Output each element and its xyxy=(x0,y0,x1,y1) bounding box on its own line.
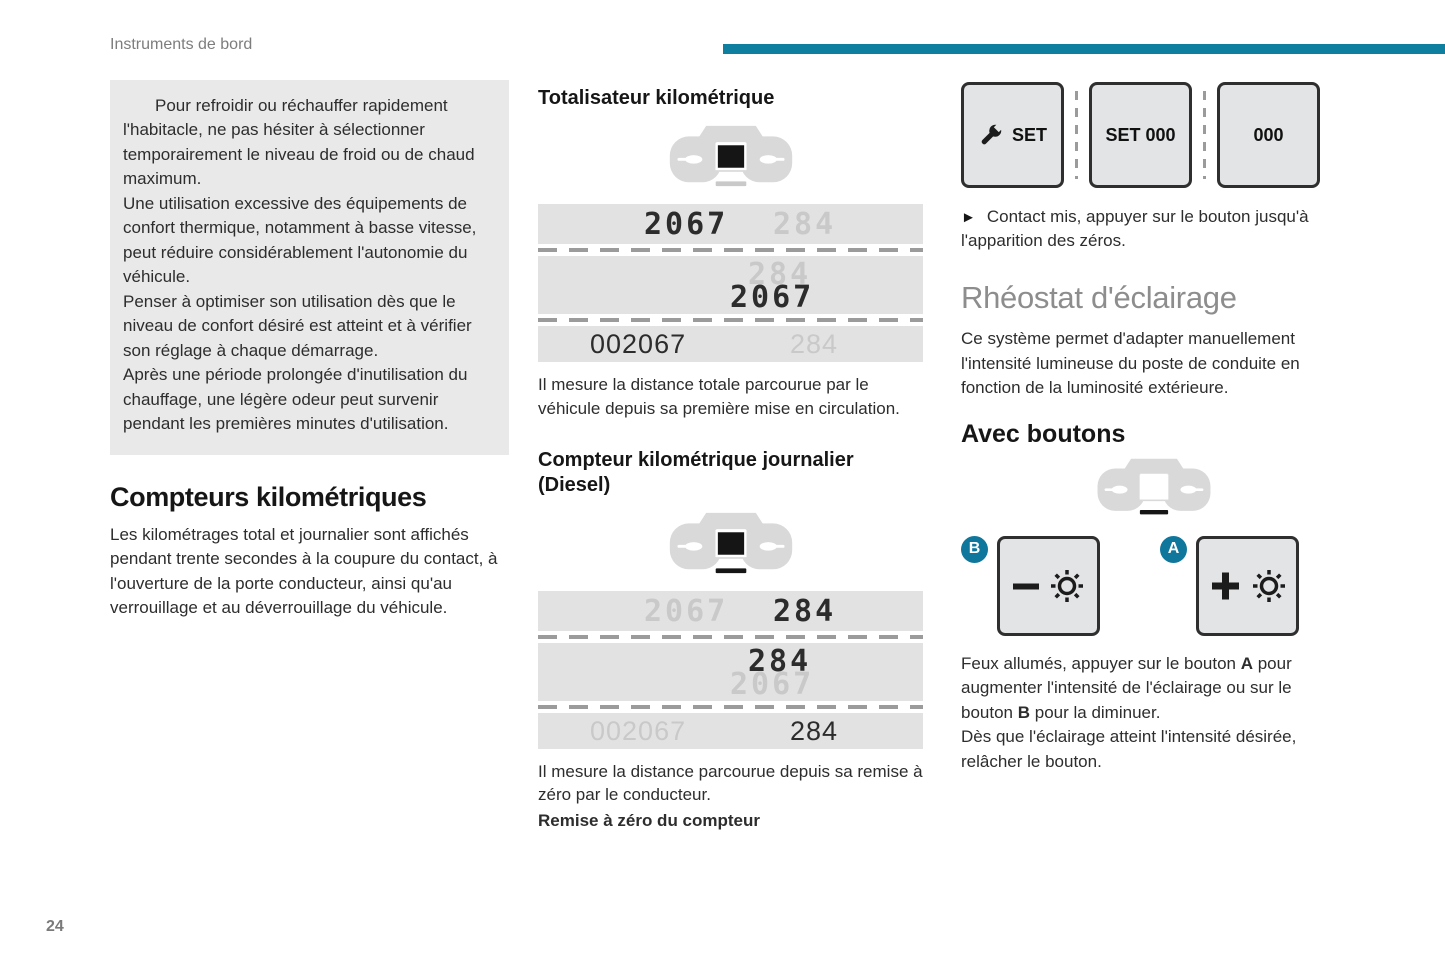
info-box: Pour refroidir ou réchauffer rapidement … xyxy=(110,80,509,455)
rheostat-body: Ce système permet d'adapter manuellement… xyxy=(961,329,1300,398)
subsection-title-avec-boutons: Avec boutons xyxy=(961,419,1126,448)
display-divider xyxy=(538,318,923,322)
trip-km-value: 284 xyxy=(748,257,812,292)
display-row: 2067 284 xyxy=(538,204,923,244)
instruction-text: pour la diminuer. xyxy=(1030,702,1161,722)
subsection-title-totalisateur: Totalisateur kilométrique xyxy=(538,87,775,109)
right-column: SET SET 000 000 ►Contact mis, appuyer su… xyxy=(961,82,1346,774)
info-paragraph: Pour refroidir ou réchauffer rapidement … xyxy=(123,96,475,189)
cluster-figure xyxy=(538,511,923,581)
dim-increase-button xyxy=(1196,535,1299,636)
total-km-value: 2067 xyxy=(644,207,729,242)
total-km-value: 002067 xyxy=(590,329,687,359)
info-paragraph: Penser à optimiser son utilisation dès q… xyxy=(123,291,472,360)
cluster-figure xyxy=(538,124,923,194)
button-label: SET 000 xyxy=(1105,124,1176,145)
zeros-button: 000 xyxy=(1217,82,1320,188)
reset-buttons-figure: SET SET 000 000 xyxy=(961,82,1346,188)
button-label: SET xyxy=(1011,124,1047,145)
display-row: 2067 284 xyxy=(538,590,923,631)
section-title-compteurs: Compteurs kilométriques xyxy=(110,481,427,512)
display-row: 284 2067 xyxy=(538,256,923,314)
page-number: 24 xyxy=(46,918,64,935)
title-line: (Diesel) xyxy=(538,473,611,496)
cluster-figure xyxy=(961,457,1346,522)
dim-decrease-button xyxy=(997,535,1100,636)
section-title-rheostat: Rhéostat d'éclairage xyxy=(961,280,1237,316)
instrument-cluster-icon xyxy=(1097,458,1210,515)
button-ref-b: B xyxy=(1017,702,1031,722)
total-km-value: 2067 xyxy=(644,593,729,629)
odometer-display-total: 2067 284 284 2067 002067 284 xyxy=(538,204,923,362)
total-km-value: 2067 xyxy=(730,666,815,702)
total-km-value: 002067 xyxy=(590,715,687,746)
instruction-text: pour augmenter l'intensité de l'éclairag… xyxy=(961,653,1292,722)
instruction-text: Feux allumés, appuyer sur le bouton xyxy=(961,653,1241,673)
bullet-arrow-icon: ► xyxy=(961,209,976,226)
dashed-separator xyxy=(1075,91,1078,179)
display-divider xyxy=(538,248,923,252)
set-000-button: SET 000 xyxy=(1089,82,1192,188)
brightness-icon xyxy=(1252,569,1285,602)
button-ref-a: A xyxy=(1240,653,1253,673)
middle-column: Totalisateur kilométrique 2067 284 284 2… xyxy=(538,86,923,833)
dimmer-buttons-figure: B A xyxy=(961,535,1346,636)
instrument-cluster-icon xyxy=(669,125,792,187)
trip-caption: Il mesure la distance parcourue depuis s… xyxy=(538,761,923,805)
badge-b: B xyxy=(961,535,988,563)
title-line: Compteur kilométrique journalier xyxy=(538,448,854,471)
section-accent-rule xyxy=(723,44,1445,54)
display-divider xyxy=(538,634,923,639)
instrument-cluster-icon xyxy=(669,512,792,573)
display-divider xyxy=(538,704,923,709)
trip-km-value: 284 xyxy=(773,593,837,629)
total-km-value: 2067 xyxy=(730,280,815,315)
dashed-separator xyxy=(1203,91,1206,179)
button-label: 000 xyxy=(1253,124,1284,145)
instruction-text: Contact mis, appuyer sur le bouton jusqu… xyxy=(961,207,1309,251)
minus-icon xyxy=(1012,583,1039,590)
set-button: SET xyxy=(961,82,1064,188)
odometer-display-trip: 2067 284 284 2067 002067 284 xyxy=(538,590,923,749)
trip-km-value: 284 xyxy=(790,715,839,746)
subsection-title-journalier: Compteur kilométrique journalier (Diesel… xyxy=(538,448,923,498)
badge-a: A xyxy=(1160,535,1187,563)
info-paragraph: Une utilisation excessive des équipement… xyxy=(123,193,477,287)
breadcrumb: Instruments de bord xyxy=(110,36,253,53)
totalizer-caption: Il mesure la distance totale parcourue p… xyxy=(538,375,900,418)
brightness-icon xyxy=(1050,569,1083,602)
reset-heading: Remise à zéro du compteur xyxy=(538,811,761,831)
trip-km-value: 284 xyxy=(748,643,812,679)
reset-instruction: ►Contact mis, appuyer sur le bouton jusq… xyxy=(961,205,1346,253)
section-body: Les kilométrages total et journalier son… xyxy=(110,524,498,617)
display-row: 002067 284 xyxy=(538,326,923,362)
dimmer-instruction-2: Dès que l'éclairage atteint l'intensité … xyxy=(961,727,1297,771)
display-row: 284 2067 xyxy=(538,642,923,702)
dimmer-instruction: Feux allumés, appuyer sur le bouton A po… xyxy=(961,652,1346,725)
wrench-icon xyxy=(981,123,1003,145)
trip-km-value: 284 xyxy=(773,207,837,242)
info-paragraph: Après une période prolongée d'inutilisat… xyxy=(123,365,468,434)
trip-km-value: 284 xyxy=(790,329,839,359)
plus-icon xyxy=(1211,572,1239,600)
display-row: 002067 284 xyxy=(538,712,923,749)
left-column: Pour refroidir ou réchauffer rapidement … xyxy=(110,80,509,620)
